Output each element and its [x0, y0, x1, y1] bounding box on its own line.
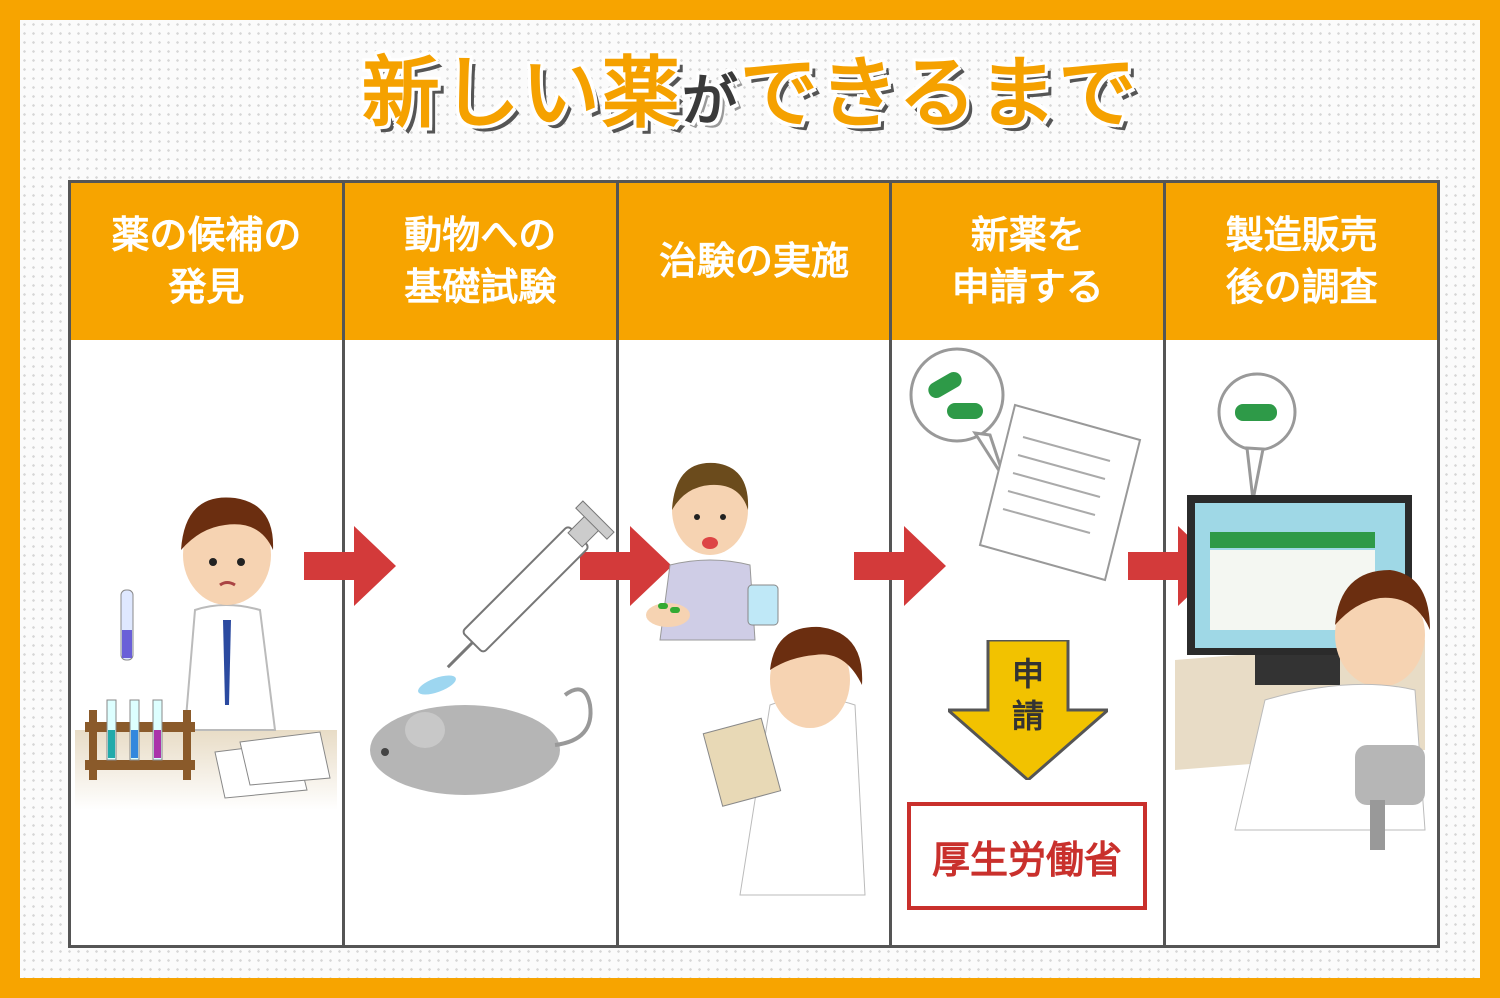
step-header: 動物への 基礎試験 — [345, 183, 616, 340]
application-document-illustration — [905, 345, 1145, 595]
post-marketing-illustration — [1175, 370, 1430, 860]
step-header: 製造販売 後の調査 — [1166, 183, 1437, 340]
title-part-2: が — [682, 69, 740, 134]
application-arrow-label: 申 請 — [1008, 654, 1048, 737]
step-header: 新薬を 申請する — [892, 183, 1163, 340]
title-part-3: できるまで — [740, 49, 1138, 139]
researcher-illustration — [75, 480, 337, 810]
step-header: 治験の実施 — [619, 183, 890, 340]
syringe-mouse-illustration — [365, 520, 595, 800]
clinical-trial-illustration — [640, 455, 880, 895]
title-part-1: 新しい薬 — [362, 49, 682, 139]
page-title: 新しい薬ができるまで — [0, 48, 1500, 142]
authority-box: 厚生労働省 — [907, 802, 1147, 910]
step-header: 薬の候補の 発見 — [71, 183, 342, 340]
